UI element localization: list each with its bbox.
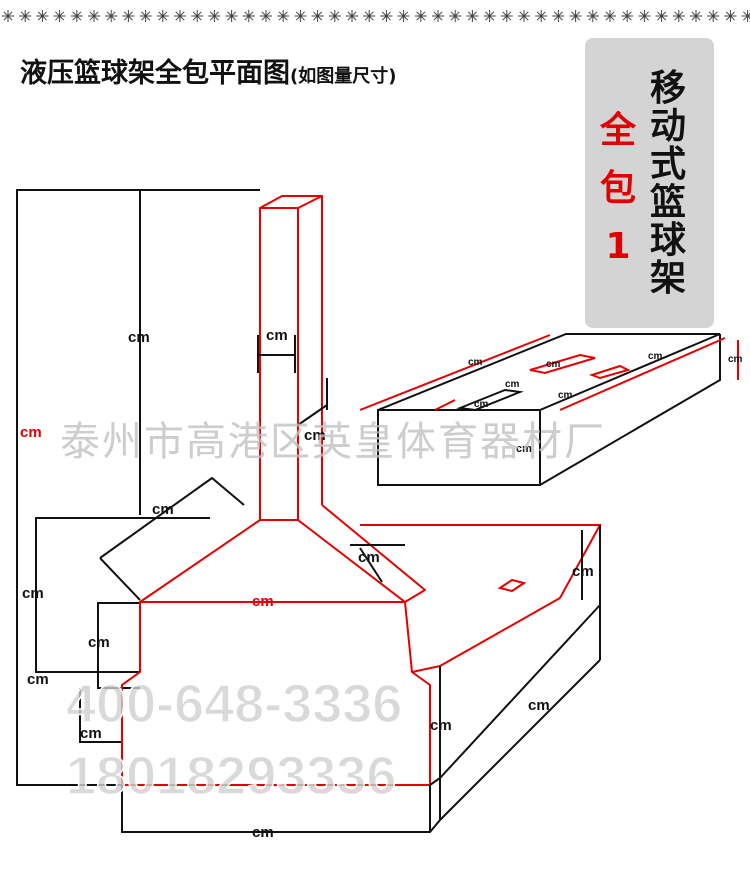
label-base-depth: cm bbox=[528, 697, 550, 714]
label-slab-height: cm bbox=[572, 563, 594, 580]
badge-right-char-5: 架 bbox=[650, 258, 686, 299]
dimension-ticks bbox=[257, 335, 583, 600]
star-icon bbox=[122, 10, 135, 22]
star-icon bbox=[707, 10, 720, 22]
star-icon bbox=[139, 10, 152, 22]
star-icon bbox=[414, 10, 427, 22]
badge-left-char-0: 全 bbox=[599, 109, 637, 151]
star-icon bbox=[655, 10, 668, 22]
star-icon bbox=[535, 10, 548, 22]
badge-full-wrap-text: 全包 1 bbox=[599, 109, 637, 267]
dimension-labels: cm cm cm cm cm cm cm cm cm cm cm cm cm c… bbox=[20, 327, 743, 841]
star-icon bbox=[397, 10, 410, 22]
star-icon bbox=[225, 10, 238, 22]
dimension-frames bbox=[16, 189, 260, 832]
badge-right-char-1: 动 bbox=[650, 106, 686, 147]
label-board-slot-3: cm bbox=[474, 399, 489, 410]
star-icon bbox=[53, 10, 66, 22]
star-icon bbox=[483, 10, 496, 22]
badge-right-char-3: 篮 bbox=[650, 182, 686, 223]
star-icon bbox=[36, 10, 49, 22]
label-base-height: cm bbox=[22, 585, 44, 602]
phone-watermarks: 400-648-3336 18018293336 bbox=[65, 673, 403, 807]
star-icon bbox=[70, 10, 83, 22]
star-icon bbox=[518, 10, 530, 22]
star-icon bbox=[2, 10, 14, 22]
star-icon bbox=[604, 10, 616, 22]
phone-mobile: 18018293336 bbox=[66, 746, 396, 806]
star-icon bbox=[363, 10, 376, 22]
label-arm-side: cm bbox=[358, 549, 380, 566]
star-icon bbox=[191, 10, 204, 22]
star-icon bbox=[432, 10, 444, 22]
star-icon bbox=[260, 10, 272, 22]
star-icon bbox=[500, 10, 513, 22]
watermark-text: 泰州市高港区英皇体育器材厂 bbox=[60, 419, 606, 465]
star-icon bbox=[88, 10, 100, 22]
base-slab bbox=[121, 524, 602, 833]
label-board-thickness: cm bbox=[728, 354, 743, 365]
star-icon bbox=[466, 10, 479, 22]
star-icon bbox=[552, 10, 565, 22]
diagram-title: 液压篮球架全包平面图(如图量尺寸) bbox=[20, 57, 396, 89]
star-icon bbox=[174, 10, 186, 22]
star-icon bbox=[741, 10, 750, 22]
star-icon bbox=[294, 10, 307, 22]
label-base-width: cm bbox=[252, 824, 274, 841]
label-base-step: cm bbox=[27, 671, 49, 688]
main-stand-outline bbox=[121, 195, 441, 786]
label-board-front-height: cm bbox=[516, 443, 532, 455]
star-icon bbox=[19, 10, 32, 22]
star-icon bbox=[328, 10, 341, 22]
label-base-top-width: cm bbox=[252, 593, 274, 610]
badge-left-char-1: 包 bbox=[600, 168, 636, 209]
badge-left-char-2: 1 bbox=[605, 226, 630, 267]
star-icon bbox=[346, 10, 358, 22]
star-icon bbox=[621, 10, 634, 22]
label-board-width: cm bbox=[648, 351, 663, 362]
badge-right-char-2: 式 bbox=[650, 144, 686, 185]
label-base-front-height: cm bbox=[430, 717, 452, 734]
phone-hotline: 400-648-3336 bbox=[66, 674, 402, 734]
label-board-length: cm bbox=[468, 357, 483, 368]
star-icon bbox=[724, 10, 737, 22]
label-base-lower-height: cm bbox=[88, 634, 110, 651]
star-icon bbox=[586, 10, 599, 22]
label-board-slot-2: cm bbox=[558, 390, 573, 401]
star-icon bbox=[277, 10, 290, 22]
label-pole-height: cm bbox=[128, 329, 150, 346]
arm-dimension-box bbox=[99, 476, 245, 601]
label-board-slot-4: cm bbox=[546, 359, 561, 370]
star-icon bbox=[105, 10, 118, 22]
decorative-star-border bbox=[2, 10, 750, 22]
star-icon bbox=[449, 10, 462, 22]
label-pole-depth: cm bbox=[304, 427, 326, 444]
label-board-slot-1: cm bbox=[505, 379, 520, 390]
star-icon bbox=[672, 10, 685, 22]
star-icon bbox=[638, 10, 651, 22]
star-icon bbox=[311, 10, 324, 22]
star-icon bbox=[380, 10, 393, 22]
star-icon bbox=[208, 10, 221, 22]
label-base-bottom-height: cm bbox=[80, 725, 102, 742]
badge-right-char-4: 球 bbox=[650, 220, 687, 261]
badge-right-char-0: 移 bbox=[650, 68, 686, 109]
star-icon bbox=[690, 10, 702, 22]
label-overall-height: cm bbox=[20, 424, 42, 441]
star-icon bbox=[569, 10, 582, 22]
board-box bbox=[359, 333, 739, 486]
label-pole-width: cm bbox=[266, 327, 288, 344]
star-icon bbox=[156, 10, 169, 22]
label-arm-length: cm bbox=[152, 501, 174, 518]
star-icon bbox=[242, 10, 255, 22]
